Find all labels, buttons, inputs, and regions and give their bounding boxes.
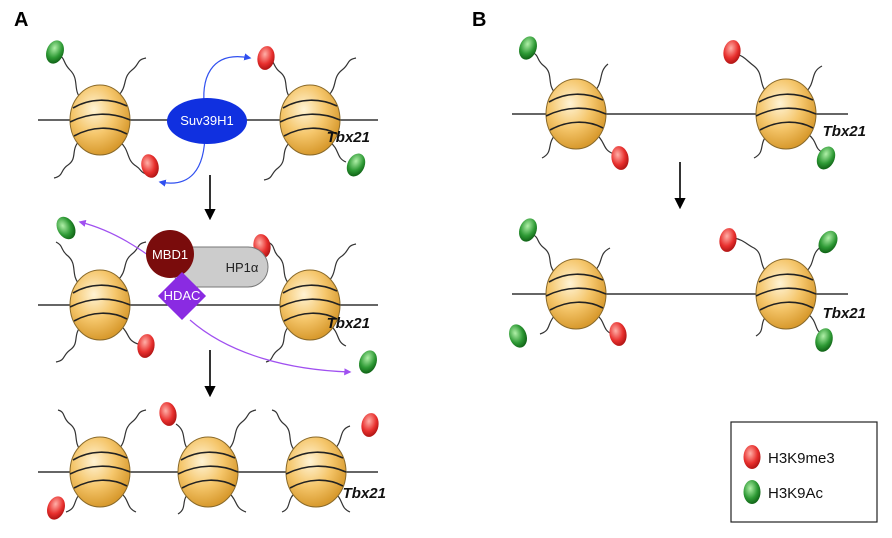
h3k9ac-mark <box>343 150 369 180</box>
h3k9ac-mark <box>505 321 531 351</box>
h3k9ac-mark <box>52 213 80 243</box>
legend-h3k9ac-label: H3K9Ac <box>768 485 824 502</box>
mbd1-label: MBD1 <box>152 247 188 262</box>
h3k9ac-mark <box>515 215 541 245</box>
gene-label: Tbx21 <box>343 485 386 502</box>
legend-box <box>730 421 878 523</box>
gene-label: Tbx21 <box>327 129 370 146</box>
nucleosome <box>177 436 239 508</box>
gene-label: Tbx21 <box>823 305 866 322</box>
legend-h3k9ac-swatch <box>743 480 761 504</box>
gene-label: Tbx21 <box>823 123 866 140</box>
nucleosome <box>69 436 131 508</box>
suv39h1-enzyme <box>167 98 247 144</box>
h3k9me3-mark <box>609 144 631 172</box>
h3k9me3-mark <box>43 493 69 523</box>
h3k9me3-mark <box>721 38 743 66</box>
legend: H3K9me3 H3K9Ac <box>730 421 878 523</box>
h3k9me3-mark <box>135 332 157 360</box>
h3k9me3-mark <box>607 320 629 348</box>
nucleosome <box>545 78 607 150</box>
h3k9ac-mark <box>515 33 541 63</box>
h3k9ac-mark <box>812 326 836 354</box>
nucleosome <box>69 269 131 341</box>
h3k9me3-mark <box>717 226 739 254</box>
nucleosome <box>69 84 131 156</box>
h3k9ac-mark <box>814 227 842 257</box>
hdac-arrow-down <box>189 319 352 376</box>
panel-b-row-1: Tbx21 <box>512 33 866 173</box>
panel-a-row-1: Suv39H1 Tbx21 <box>38 37 378 187</box>
suv39h1-label: Suv39H1 <box>180 113 233 128</box>
nucleosome <box>285 436 347 508</box>
h3k9ac-mark <box>355 347 381 377</box>
legend-h3k9me3-swatch <box>743 445 761 469</box>
panel-a-label: A <box>14 9 28 31</box>
h3k9ac-mark <box>42 37 68 67</box>
nucleosome <box>755 78 817 150</box>
h3k9me3-mark <box>138 152 162 180</box>
h3k9me3-mark <box>359 411 381 439</box>
hdac-label: HDAC <box>164 288 201 303</box>
h3k9me3-mark <box>157 400 179 428</box>
legend-h3k9me3-label: H3K9me3 <box>768 450 835 467</box>
panel-a-row-2: HP1α MBD1 HDAC Tbx21 <box>38 213 381 377</box>
hp1a-label: HP1α <box>226 260 259 275</box>
mbd1-protein <box>146 230 194 278</box>
nucleosome <box>755 258 817 330</box>
panel-b-label: B <box>472 9 486 31</box>
panel-a-row-3: Tbx21 <box>38 400 386 523</box>
gene-label: Tbx21 <box>327 315 370 332</box>
hdac-enzyme <box>157 271 207 321</box>
nucleosome <box>545 258 607 330</box>
h3k9me3-mark <box>255 44 277 72</box>
panel-b-row-2: Tbx21 <box>505 215 866 354</box>
